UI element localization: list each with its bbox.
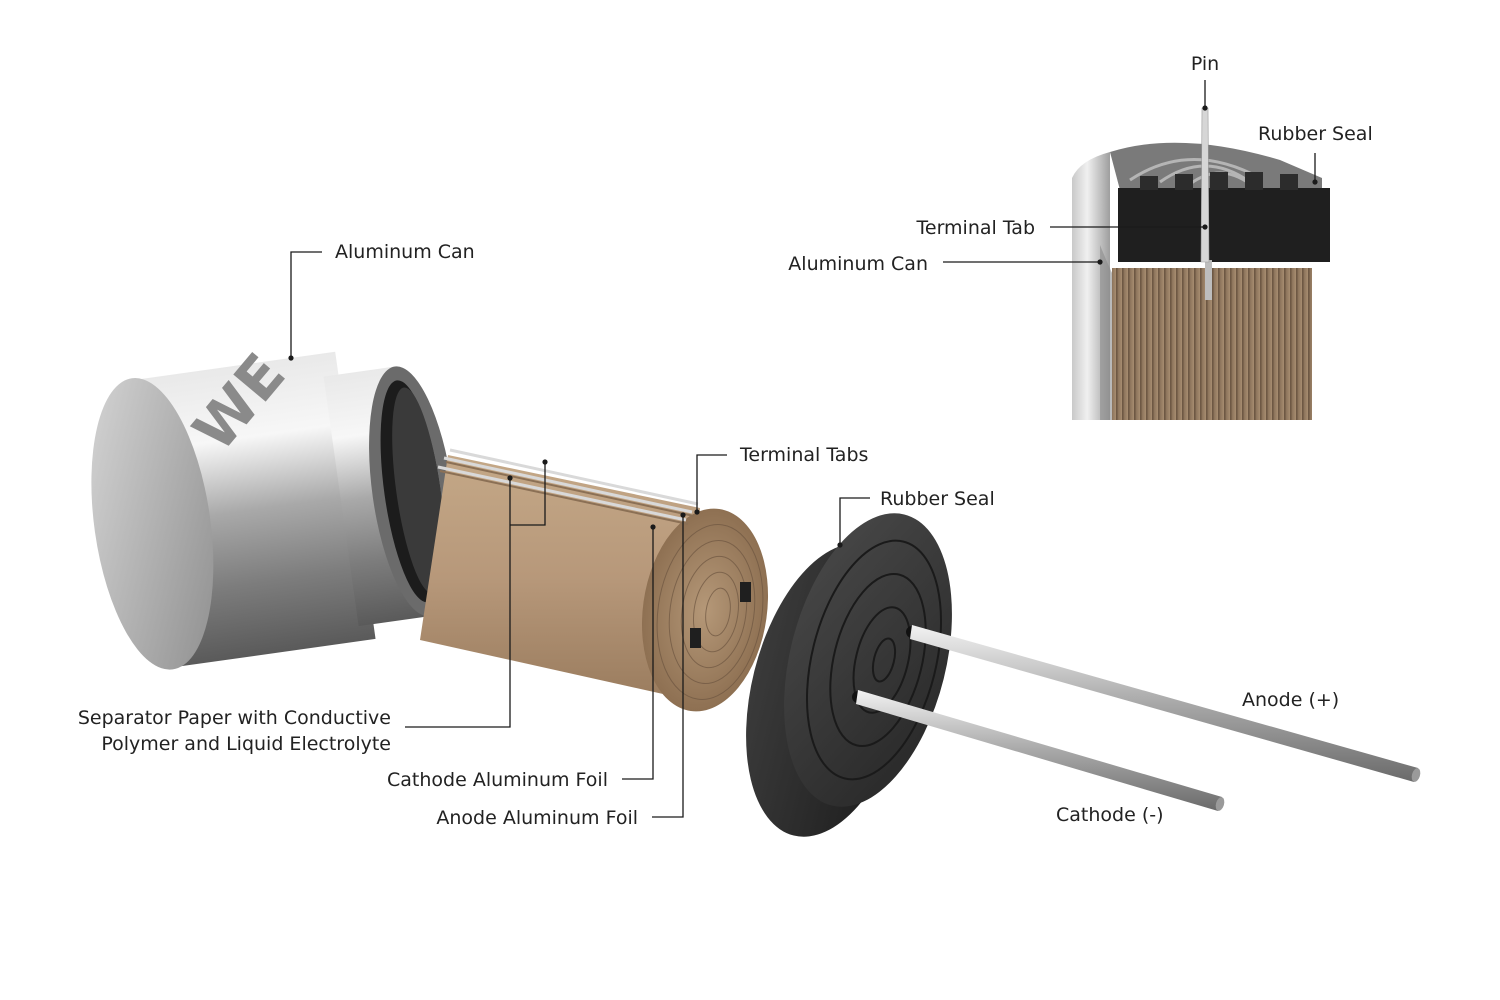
- label-aluminum-can: Aluminum Can: [335, 241, 475, 263]
- labels: Aluminum Can Terminal Tabs Rubber Seal S…: [78, 53, 1373, 829]
- label-separator-line2: Polymer and Liquid Electrolyte: [101, 733, 391, 755]
- lead-wire-illustration: [856, 625, 1421, 811]
- label-terminal-tabs: Terminal Tabs: [739, 444, 868, 466]
- label-anode-lead: Anode (+): [1242, 689, 1339, 711]
- label-rubber-seal: Rubber Seal: [880, 488, 995, 510]
- capacitor-element-illustration: [420, 448, 769, 712]
- label-cathode-lead: Cathode (-): [1056, 804, 1164, 826]
- cutaway-inset-illustration: [1072, 107, 1330, 420]
- label-terminal-tab-inset: Terminal Tab: [916, 217, 1036, 239]
- label-anode-foil: Anode Aluminum Foil: [436, 807, 638, 829]
- label-pin: Pin: [1191, 53, 1219, 75]
- label-aluminum-can-inset: Aluminum Can: [788, 253, 928, 275]
- label-rubber-seal-inset: Rubber Seal: [1258, 123, 1373, 145]
- leader-lines: [288, 80, 1318, 818]
- label-cathode-foil: Cathode Aluminum Foil: [387, 769, 608, 791]
- aluminum-can-illustration: WE: [91, 341, 456, 670]
- rubber-seal-illustration: [746, 513, 952, 837]
- label-separator-line1: Separator Paper with Conductive: [78, 707, 391, 729]
